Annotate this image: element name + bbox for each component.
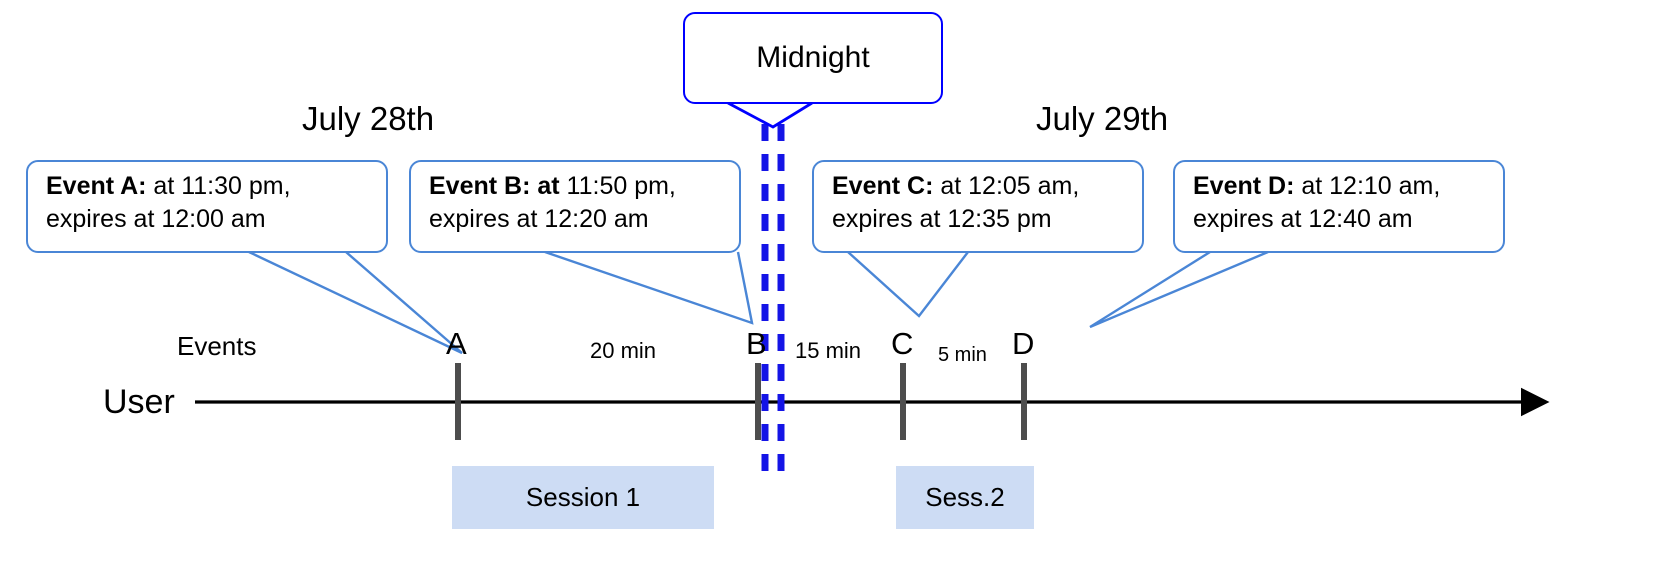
callout-event-a-line-2: expires at 12:00 am [46,205,266,233]
callout-box-event-d: Event D: at 12:10 am, expires at 12:40 a… [1173,160,1505,253]
midnight-callout-tail [727,101,813,129]
callout-event-d-line-1: Event D: at 12:10 am, [1193,170,1489,203]
session-2-label: Sess.2 [925,482,1005,512]
tick-label-c: C [891,326,914,361]
session-block-1: Session 1 [452,466,714,529]
date-label-july-28: July 28th [302,100,435,137]
callout-event-c-bold: Event C: [832,172,934,200]
interval-label-c-d: 5 min [938,344,987,366]
callout-event-a-line-1: Event A: at 11:30 pm, [46,170,372,203]
tick-label-b: B [746,326,767,361]
callout-event-d-line-2: expires at 12:40 am [1193,205,1413,233]
callout-tail-event-d [1089,250,1269,329]
callout-event-c-line-1: Event C: at 12:05 am, [832,170,1128,203]
callout-event-b-line-1: Event B: at 11:50 pm, [429,170,725,203]
callout-tail-event-c [847,251,969,318]
callout-event-c-line-2: expires at 12:35 pm [832,205,1052,233]
callout-event-a-rest: at 11:30 pm, [146,172,291,200]
callout-event-d-rest: at 12:10 am, [1294,172,1441,200]
interval-label-a-b: 20 min [590,338,657,363]
callout-box-event-b: Event B: at 11:50 pm, expires at 12:20 a… [409,160,741,253]
tick-label-a: A [446,326,467,361]
session-1-label: Session 1 [525,482,641,512]
callout-event-b-bold: Event B: at [429,172,560,200]
callout-event-a-bold: Event A: [46,172,147,200]
user-row-label: User [103,383,175,421]
session-block-2: Sess.2 [896,466,1034,529]
callout-event-b-line-2: expires at 12:20 am [429,205,649,233]
events-row-label: Events [177,331,257,361]
callout-box-event-c: Event C: at 12:05 am, expires at 12:35 p… [812,160,1144,253]
callout-event-b-rest: 11:50 pm, [559,172,676,200]
date-label-july-29: July 29th [1036,100,1169,137]
midnight-label: Midnight [756,41,870,74]
tick-label-d: D [1012,326,1035,361]
callout-event-c-rest: at 12:05 am, [933,172,1080,200]
callout-event-d-bold: Event D: [1193,172,1295,200]
midnight-callout: Midnight [683,12,943,104]
callout-box-event-a: Event A: at 11:30 pm, expires at 12:00 a… [26,160,388,253]
callout-tail-event-b [544,250,754,325]
interval-label-b-c: 15 min [795,338,862,363]
callout-tail-event-a [248,250,463,355]
